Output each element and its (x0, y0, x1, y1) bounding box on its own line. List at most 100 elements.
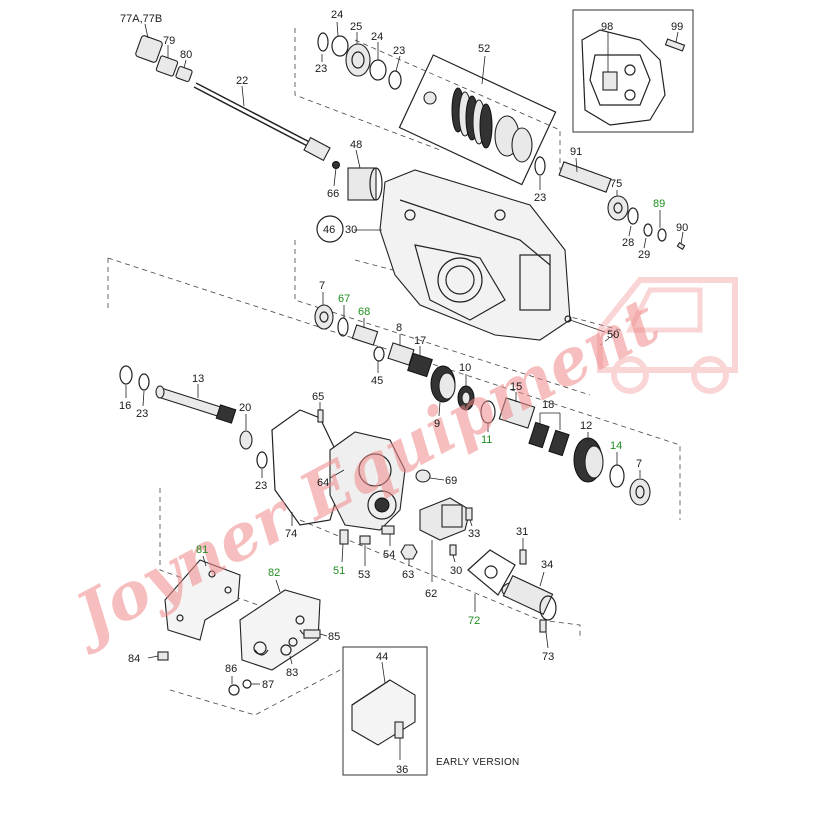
label-25: 25 (350, 21, 362, 33)
part-73-bolt (539, 619, 549, 649)
label-83: 83 (286, 667, 298, 679)
label-77: 77A,77B (120, 13, 162, 25)
part-10-bearing (457, 374, 475, 411)
label-64: 64 (317, 477, 329, 489)
part-79-needle-bearing (155, 45, 179, 77)
label-73: 73 (542, 651, 554, 663)
label-17: 17 (414, 335, 426, 347)
part-90-pin (676, 231, 686, 250)
part-14-washer (609, 452, 625, 488)
label-90: 90 (676, 222, 688, 234)
label-99: 99 (671, 21, 683, 33)
part-81-bracket (164, 555, 241, 641)
part-91-shaft (534, 156, 612, 193)
part-33-bolt (465, 507, 473, 527)
part-65-bolt (317, 402, 324, 423)
label-10: 10 (459, 362, 471, 374)
label-53: 53 (358, 569, 370, 581)
frame-bracket (159, 488, 301, 621)
label-30-housing: 30 (345, 224, 357, 236)
part-20-bearing (239, 414, 253, 450)
part-45-washer (373, 346, 385, 373)
label-62: 62 (425, 588, 437, 600)
label-51: 51 (333, 565, 345, 577)
label-85: 85 (328, 631, 340, 643)
callout-labels: 77A,77B 79 80 22 24 25 24 23 23 52 98 99… (119, 9, 688, 776)
part-28-ring (627, 207, 639, 237)
label-23-left: 23 (315, 63, 327, 75)
early-version-frame (342, 646, 428, 776)
label-86: 86 (225, 663, 237, 675)
label-84: 84 (128, 653, 140, 665)
label-98: 98 (601, 21, 613, 33)
label-11: 11 (481, 434, 492, 446)
label-31: 31 (516, 526, 528, 538)
part-54-bolt (381, 525, 395, 546)
part-36-bolt (394, 721, 404, 760)
part-7-bearing-upper (314, 292, 334, 330)
part-34-cap (501, 571, 557, 621)
label-68: 68 (358, 306, 370, 318)
frame-main-bottom (299, 519, 581, 640)
label-30-lower: 30 (450, 565, 462, 577)
label-23-91: 23 (534, 192, 546, 204)
part-77-bearing (135, 23, 163, 63)
frame-main-top (107, 257, 681, 520)
part-23-ring-lower (256, 451, 268, 478)
label-63: 63 (402, 569, 414, 581)
inset-frame (572, 9, 694, 133)
part-30-housing (354, 169, 571, 341)
part-89-oring (657, 210, 667, 242)
part-18-needle-pair (528, 412, 570, 457)
part-62-valve (419, 497, 471, 582)
part-8-collar (387, 334, 415, 366)
label-34: 34 (541, 559, 553, 571)
part-64-cover (329, 431, 406, 531)
label-81: 81 (196, 544, 208, 556)
part-53-bolt (359, 535, 371, 566)
part-85-bolt (303, 629, 328, 639)
watermark-truck-icon (597, 277, 738, 394)
part-83-washer (280, 637, 298, 665)
label-28: 28 (622, 237, 634, 249)
part-67-ring (337, 305, 349, 337)
label-87: 87 (262, 679, 274, 691)
part-86-nut (228, 676, 240, 696)
part-44-cover (351, 661, 416, 746)
label-91: 91 (570, 146, 582, 158)
part-29-washer (643, 223, 653, 249)
label-23-20: 23 (255, 480, 267, 492)
label-74: 74 (285, 528, 297, 540)
frame-upper (294, 28, 441, 151)
part-75-bearing (607, 190, 629, 221)
part-51-bolt (339, 529, 349, 563)
part-9-gear (430, 365, 456, 417)
part-23-ring-left (138, 373, 150, 407)
part-12-gear (573, 432, 604, 483)
label-23-13: 23 (136, 408, 148, 420)
label-33: 33 (468, 528, 480, 540)
part-16-ring (119, 365, 133, 398)
caption-early-version: EARLY VERSION (436, 757, 520, 768)
label-72: 72 (468, 615, 480, 627)
part-66-fitting (332, 161, 340, 187)
label-50: 50 (607, 329, 619, 341)
label-46: 46 (323, 224, 335, 236)
label-7-upper: 7 (319, 280, 325, 292)
part-82-bracket (239, 579, 321, 671)
label-69: 69 (445, 475, 457, 487)
part-72-gasket (467, 549, 516, 612)
label-45: 45 (371, 375, 383, 387)
label-89: 89 (653, 198, 665, 210)
label-67: 67 (338, 293, 350, 305)
label-52: 52 (478, 43, 490, 55)
callout-46 (316, 215, 344, 243)
label-15: 15 (510, 381, 522, 393)
label-8: 8 (396, 322, 402, 334)
label-54: 54 (383, 549, 395, 561)
part-68-bushing (351, 318, 379, 346)
part-30-bolt-lower (449, 544, 457, 563)
label-79: 79 (163, 35, 175, 47)
